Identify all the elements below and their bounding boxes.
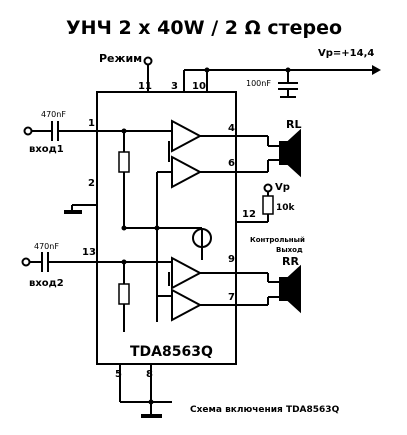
- speaker-rl-magnet: [279, 141, 289, 165]
- speaker-rl-label: RL: [286, 118, 301, 131]
- r10k-label: 10k: [276, 203, 296, 213]
- r10k-body: [262, 195, 274, 215]
- junctions: [121, 67, 291, 405]
- pin-7: 7: [228, 292, 235, 303]
- in1-cap-label: 470nF: [41, 110, 66, 119]
- pin-1: 1: [88, 118, 95, 129]
- vp-terminal: [263, 183, 273, 193]
- caption: Схема включения TDA8563Q: [190, 405, 340, 415]
- supply-arrow: [300, 65, 381, 75]
- amp-4: [171, 288, 203, 322]
- in1-terminal: [23, 126, 33, 136]
- speaker-rr-magnet: [279, 277, 289, 301]
- title: УНЧ 2 x 40W / 2 Ω стерео: [66, 17, 342, 39]
- speaker-rr-label: RR: [282, 255, 299, 268]
- ground-symbols: [64, 205, 162, 418]
- r1-body: [118, 151, 130, 173]
- pin-9: 9: [228, 254, 235, 265]
- in2-label: вход2: [29, 278, 64, 289]
- chip-label: TDA8563Q: [130, 344, 213, 360]
- vp-label: Vp=+14,4: [318, 48, 374, 59]
- control-out-line1: Контрольный: [250, 236, 305, 244]
- pin-10: 10: [192, 81, 206, 92]
- pin-5: 5: [115, 369, 122, 380]
- mode-terminal: [143, 56, 153, 66]
- chip-body: [96, 91, 237, 365]
- pin-11: 11: [138, 81, 152, 92]
- pin-8: 8: [146, 369, 153, 380]
- terminals: [21, 56, 273, 267]
- vp-small-label: Vp: [275, 182, 290, 193]
- speaker-symbols: [279, 128, 301, 314]
- in2-terminal: [21, 257, 31, 267]
- wires: [30, 65, 300, 415]
- speaker-rr-icon: [287, 264, 301, 314]
- amp-1: [171, 119, 203, 153]
- pin-2: 2: [88, 178, 95, 189]
- mode-label: Режим: [99, 52, 142, 65]
- amp-3: [171, 256, 203, 290]
- pin-6: 6: [228, 158, 235, 169]
- pin-3: 3: [171, 81, 178, 92]
- cap-100nf-label: 100nF: [246, 79, 271, 88]
- pin-12: 12: [242, 209, 256, 220]
- in2-cap-label: 470nF: [34, 242, 59, 251]
- pin-4: 4: [228, 123, 235, 134]
- amp-2: [171, 155, 203, 189]
- pin-13: 13: [82, 247, 96, 258]
- speaker-rl-icon: [287, 128, 301, 178]
- r2-body: [118, 283, 130, 305]
- in1-label: вход1: [29, 144, 64, 155]
- control-out-line2: Выход: [276, 246, 303, 254]
